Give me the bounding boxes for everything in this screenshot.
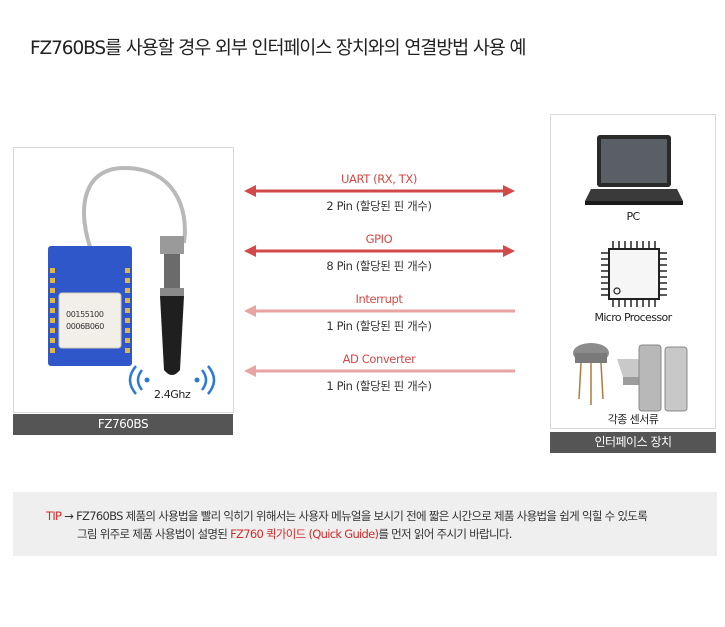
interrupt-arrow <box>244 305 515 317</box>
conn-interrupt-pins: 1 Pin (할당된 핀 개수) <box>326 319 432 333</box>
conn-adc-pins: 1 Pin (할당된 핀 개수) <box>326 379 432 393</box>
pc-icon <box>585 135 683 205</box>
conn-interrupt-label: Interrupt <box>355 292 403 306</box>
page-title: FZ760BS를 사용할 경우 외부 인터페이스 장치와의 연결방법 사용 예 <box>30 38 526 59</box>
chip-label-1: 00155100 <box>66 310 104 319</box>
tip-arrow: → <box>64 509 74 523</box>
tip-line-2: 그림 위주로 제품 사용법이 설명된 FZ760 퀵가이드 (Quick Gui… <box>77 526 512 542</box>
sensor-icon <box>573 343 688 412</box>
conn-adc-label: AD Converter <box>342 352 416 366</box>
tip-box: TIP → FZ760BS 제품의 사용법을 빨리 익히기 위해서는 사용자 메… <box>13 492 717 556</box>
module-panel: 00155100 0006B060 2.4Ghz <box>13 147 234 413</box>
devices-panel: PC Micro Processor 각종 센서류 <box>550 114 716 429</box>
tip-label: TIP <box>46 509 62 523</box>
adc-arrow <box>244 365 515 377</box>
module-illustration <box>48 165 216 395</box>
module-caption: FZ760BS <box>13 414 233 435</box>
conn-gpio-pins: 8 Pin (할당된 핀 개수) <box>326 259 432 273</box>
conn-uart-label: UART (RX, TX) <box>341 172 417 186</box>
device-sensor-label: 각종 센서류 <box>607 413 659 426</box>
devices-caption: 인터페이스 장치 <box>550 432 716 453</box>
tip-line-1: TIP → FZ760BS 제품의 사용법을 빨리 익히기 위해서는 사용자 메… <box>46 508 648 524</box>
microprocessor-icon <box>601 241 667 307</box>
tip-text-1: FZ760BS 제품의 사용법을 빨리 익히기 위해서는 사용자 메뉴얼을 보시… <box>76 509 648 523</box>
conn-gpio-label: GPIO <box>365 232 393 246</box>
uart-arrow <box>244 185 515 197</box>
conn-uart-pins: 2 Pin (할당된 핀 개수) <box>326 199 432 213</box>
device-illustrations <box>573 135 688 412</box>
tip-text-3: 를 먼저 읽어 주시기 바랍니다. <box>378 527 512 541</box>
quick-guide-link[interactable]: FZ760 퀵가이드 (Quick Guide) <box>230 527 379 541</box>
device-mcu-label: Micro Processor <box>594 311 672 324</box>
gpio-arrow <box>244 245 515 257</box>
chip-label-2: 0006B060 <box>66 322 104 331</box>
tip-text-2: 그림 위주로 제품 사용법이 설명된 <box>77 527 228 541</box>
device-pc-label: PC <box>626 210 640 223</box>
frequency-label: 2.4Ghz <box>154 388 191 401</box>
